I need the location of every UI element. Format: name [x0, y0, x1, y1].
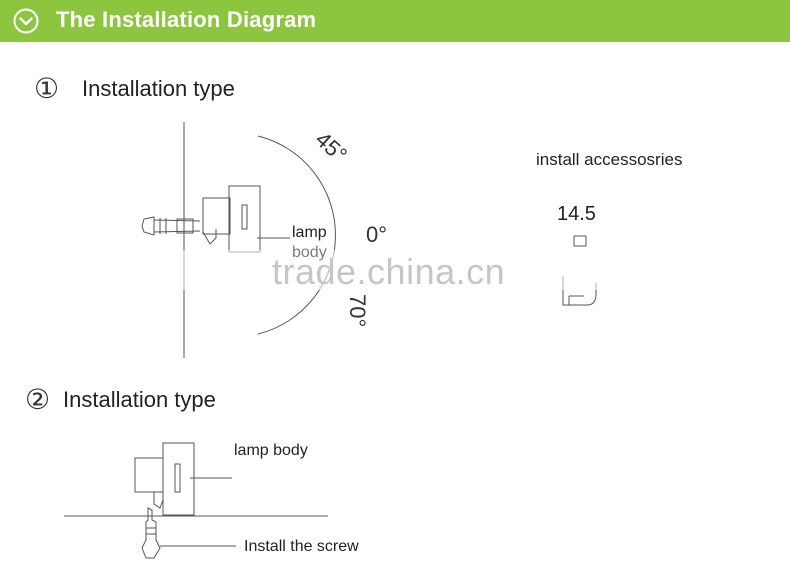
- section1-title: Installation type: [82, 76, 235, 101]
- lamp-label-line1: lamp: [292, 224, 327, 241]
- screw-bulb: [141, 507, 161, 559]
- header-bar: The Installation Diagram: [0, 0, 790, 42]
- angle-bottom-label: 70°: [345, 294, 370, 328]
- lamp-housing: [228, 185, 261, 253]
- dimension-label: 14.5: [557, 203, 596, 225]
- section1-number: ①: [34, 72, 60, 105]
- dimension-marker: [573, 235, 587, 247]
- page-title: The Installation Diagram: [56, 7, 317, 32]
- sensor-bulb: [141, 216, 155, 236]
- install-screw-label: Install the screw: [244, 538, 359, 555]
- section2-number: ②: [25, 383, 51, 416]
- lamp-label-line2: body: [292, 244, 327, 261]
- section2-title: Installation type: [63, 387, 216, 412]
- angle-mid-label: 0°: [366, 222, 388, 247]
- accessories-label: install accessosries: [536, 150, 683, 169]
- accessory-bracket: [562, 276, 597, 306]
- lamp-body-2: [162, 442, 195, 516]
- lamp-body-label: lamp body: [234, 442, 308, 459]
- watermark: trade.china.cn: [272, 251, 506, 292]
- rotation-arc: [257, 135, 336, 335]
- chevron-down-circle-icon: [13, 8, 39, 34]
